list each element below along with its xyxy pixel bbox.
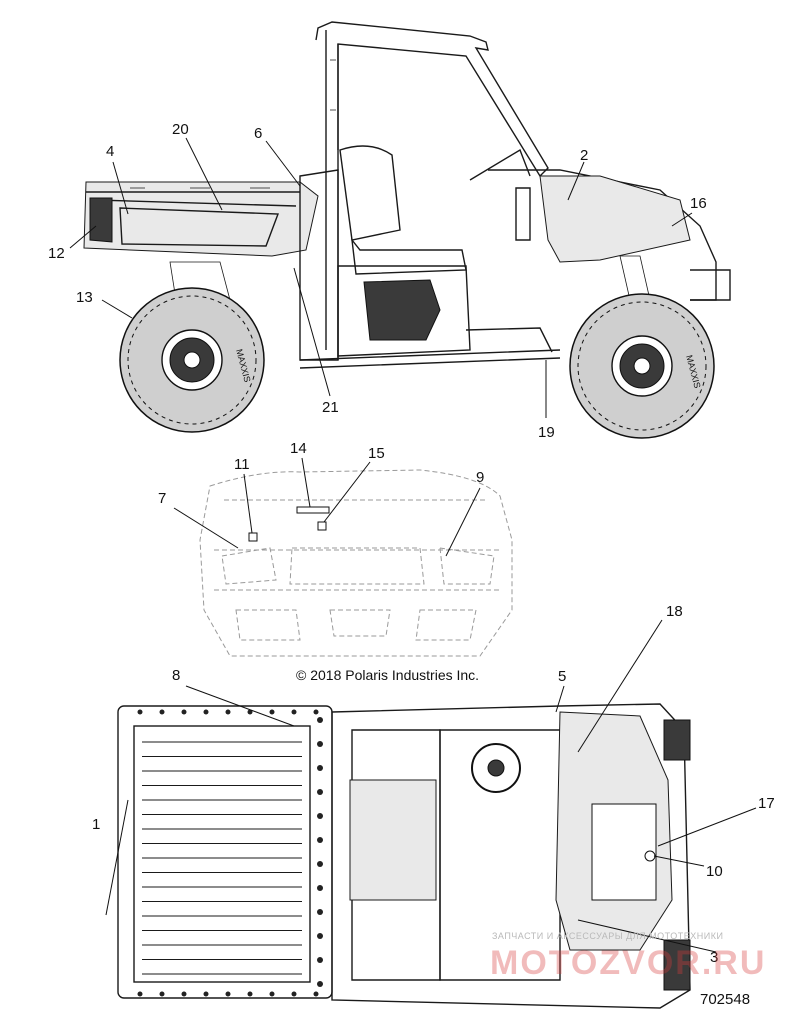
callout-9: 9 — [476, 469, 484, 486]
rivet — [247, 991, 253, 997]
bed-ribs — [142, 741, 302, 975]
rivet — [317, 813, 323, 819]
leader-20 — [185, 137, 223, 211]
callout-3: 3 — [710, 949, 718, 966]
rivet — [317, 981, 323, 987]
leader-4 — [112, 161, 129, 215]
watermark-site: MOTOZVOR.RU — [490, 944, 767, 982]
callout-8: 8 — [172, 667, 180, 684]
leader-13 — [101, 299, 133, 319]
leader-18 — [577, 619, 663, 753]
callout-17: 17 — [758, 795, 775, 812]
leader-1 — [105, 799, 129, 916]
rivet — [247, 709, 253, 715]
leader-10 — [653, 855, 705, 867]
callout-labels: 1 2 3 4 5 6 7 8 9 10 11 12 13 14 15 16 1… — [48, 121, 775, 966]
rivet — [317, 885, 323, 891]
rivet — [269, 709, 275, 715]
rivet — [225, 991, 231, 997]
leader-2 — [567, 161, 585, 201]
rivet — [181, 709, 187, 715]
leader-3 — [577, 919, 717, 953]
leader-6 — [265, 140, 301, 187]
leader-lines — [69, 137, 757, 953]
callout-2: 2 — [580, 147, 588, 164]
leader-15 — [323, 461, 371, 523]
rivets — [137, 709, 323, 997]
front-view — [199, 469, 513, 657]
callout-14: 14 — [290, 440, 307, 457]
rivet — [203, 709, 209, 715]
callout-19: 19 — [538, 424, 555, 441]
rivet — [181, 991, 187, 997]
rivet — [291, 709, 297, 715]
callout-13: 13 — [76, 289, 93, 306]
decal-15 — [317, 521, 327, 531]
leader-11 — [243, 473, 253, 534]
callout-5: 5 — [558, 668, 566, 685]
callout-16: 16 — [690, 195, 707, 212]
leader-16 — [671, 212, 693, 227]
rear-wheel: MAXXIS — [119, 287, 265, 433]
rivet — [159, 709, 165, 715]
leader-14 — [301, 457, 311, 508]
decal-10 — [644, 850, 656, 862]
rivet — [317, 717, 323, 723]
rivet — [225, 709, 231, 715]
rivet — [313, 991, 319, 997]
leader-21 — [293, 267, 331, 397]
leader-17 — [657, 807, 757, 847]
watermark-tagline: ЗАПЧАСТИ И АКСЕССУАРЫ ДЛЯ МОТОТЕХНИКИ — [492, 931, 724, 941]
leader-9 — [445, 487, 481, 557]
rivet — [317, 957, 323, 963]
part-number: 702548 — [700, 991, 751, 1008]
callout-11: 11 — [234, 456, 250, 473]
rivet — [317, 789, 323, 795]
rivet — [291, 991, 297, 997]
rivet — [317, 933, 323, 939]
callout-18: 18 — [666, 603, 683, 620]
rivet — [137, 709, 143, 715]
side-view: MAXXIS MAXXIS — [83, 21, 731, 439]
leader-8 — [185, 685, 295, 727]
rivet — [317, 765, 323, 771]
decal-14 — [296, 506, 330, 514]
leader-12 — [69, 225, 97, 249]
rivet — [317, 861, 323, 867]
rivet — [313, 709, 319, 715]
callout-15: 15 — [368, 445, 385, 462]
callout-12: 12 — [48, 245, 65, 262]
rivet — [317, 837, 323, 843]
callout-10: 10 — [706, 863, 723, 880]
leader-7 — [173, 507, 239, 549]
rivet — [269, 991, 275, 997]
rivet — [317, 909, 323, 915]
rivet — [317, 741, 323, 747]
copyright-notice: © 2018 Polaris Industries Inc. — [296, 667, 480, 683]
rivet — [137, 991, 143, 997]
callout-7: 7 — [158, 490, 166, 507]
front-wheel: MAXXIS — [569, 293, 715, 439]
decal-11 — [248, 532, 258, 542]
callout-20: 20 — [172, 121, 189, 138]
callout-4: 4 — [106, 143, 114, 160]
leader-5 — [555, 685, 565, 713]
callout-1: 1 — [92, 816, 100, 833]
rivet — [203, 991, 209, 997]
callout-21: 21 — [322, 399, 339, 416]
rivet — [159, 991, 165, 997]
steering-wheel — [471, 743, 521, 793]
callout-6: 6 — [254, 125, 262, 142]
top-view — [117, 703, 691, 1009]
decal-17 — [591, 803, 657, 901]
